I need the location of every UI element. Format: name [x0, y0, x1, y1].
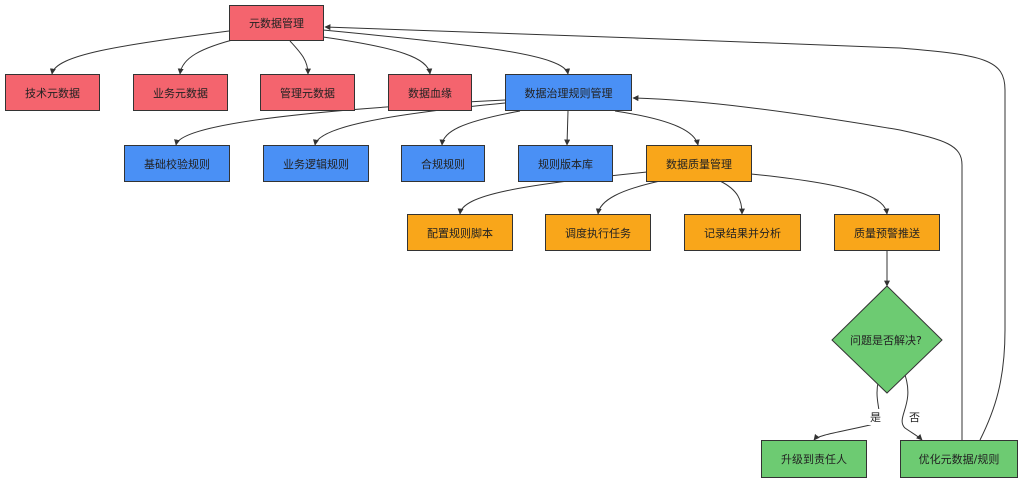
edge-optimize-metadata — [324, 24, 1006, 441]
edge-quality-alert — [750, 173, 890, 215]
edge-metadata-tech — [49, 30, 230, 75]
edge-rules-repo — [564, 110, 571, 146]
node-record-analyze[interactable]: 记录结果并分析 — [684, 214, 801, 251]
edge-label-yes: 是 — [868, 409, 883, 425]
node-tech-metadata[interactable]: 技术元数据 — [5, 74, 100, 111]
edge-metadata-rules — [322, 29, 571, 75]
edge-decision-optimize — [901, 374, 923, 441]
node-optimize[interactable]: 优化元数据/规则 — [900, 440, 1018, 478]
node-metadata-mgmt[interactable]: 元数据管理 — [229, 5, 324, 41]
decision-diamond — [831, 285, 943, 394]
node-quality-mgmt[interactable]: 数据质量管理 — [646, 145, 752, 182]
node-rule-mgmt[interactable]: 数据治理规则管理 — [505, 74, 632, 111]
node-config-script[interactable]: 配置规则脚本 — [407, 214, 513, 251]
edge-metadata-mgmt — [289, 40, 311, 75]
node-lineage[interactable]: 数据血缘 — [388, 74, 472, 111]
node-alert-push[interactable]: 质量预警推送 — [834, 214, 940, 251]
node-logic-rules[interactable]: 业务逻辑规则 — [263, 145, 369, 182]
edge-label-no: 否 — [907, 409, 922, 425]
edge-quality-record — [719, 180, 745, 215]
edge-rules-quality — [614, 110, 700, 146]
edge-rules-compliance — [439, 110, 521, 146]
edge-quality-schedule — [595, 180, 661, 215]
node-basic-rules[interactable]: 基础校验规则 — [124, 145, 230, 182]
node-rule-repo[interactable]: 规则版本库 — [518, 145, 613, 182]
node-mgmt-metadata[interactable]: 管理元数据 — [260, 74, 355, 111]
node-schedule-task[interactable]: 调度执行任务 — [545, 214, 651, 251]
node-biz-metadata[interactable]: 业务元数据 — [133, 74, 228, 111]
edge-metadata-biz — [177, 37, 241, 75]
edge-decision-escalate — [813, 374, 881, 441]
node-escalate[interactable]: 升级到责任人 — [761, 440, 867, 478]
decision-label: 问题是否解决? — [850, 334, 922, 347]
edge-optimize-rules — [632, 95, 963, 440]
node-compliance-rules[interactable]: 合规规则 — [401, 145, 485, 182]
edge-metadata-lineage — [322, 36, 433, 75]
